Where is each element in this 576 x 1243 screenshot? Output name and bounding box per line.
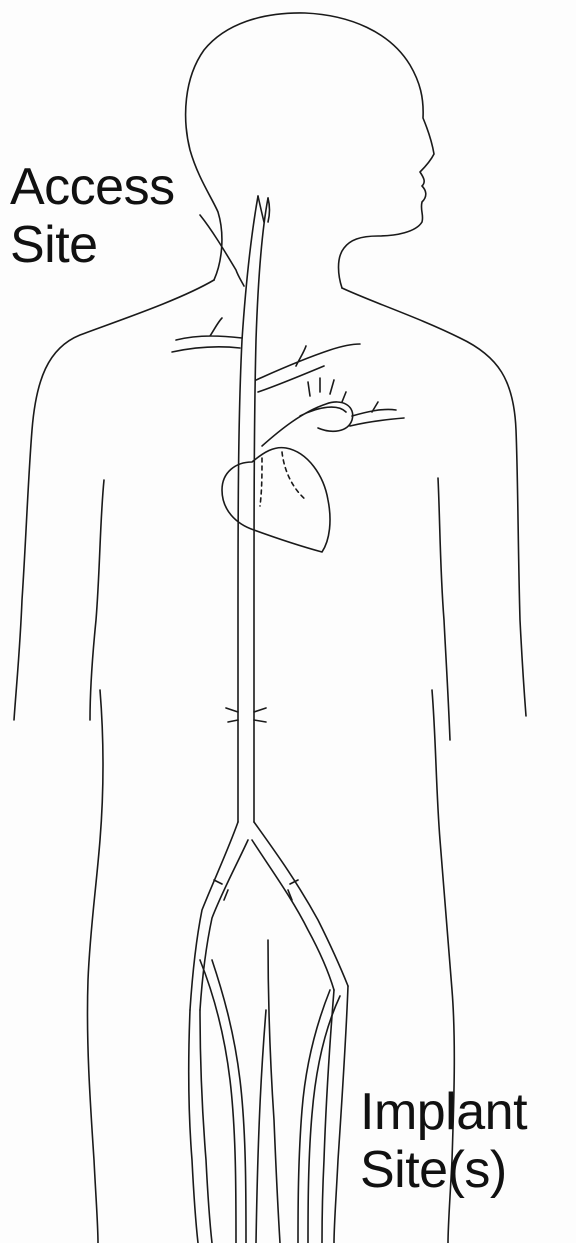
- right-inner-arm: [438, 478, 450, 740]
- left-iliac-outer: [190, 822, 238, 1010]
- leg-divide: [268, 940, 280, 1243]
- left-inner-arm: [90, 480, 104, 720]
- head-outline: [186, 13, 434, 288]
- right-iliac-inner: [252, 840, 334, 990]
- access-site-label-line1: Access: [10, 158, 175, 216]
- implant-site-label: Implant Site(s): [360, 1083, 527, 1199]
- aortic-arch: [262, 402, 353, 446]
- right-shoulder-arm: [342, 288, 526, 716]
- renal-branches: [226, 708, 266, 722]
- left-shoulder-arm: [14, 280, 214, 720]
- vena-cava-left-wall: [238, 196, 258, 822]
- leg-divide-right: [256, 1010, 266, 1243]
- left-femoral-outer: [189, 1010, 198, 1243]
- left-torso-side: [87, 690, 103, 1243]
- heart-inner: [260, 452, 306, 506]
- implant-site-label-line2: Site(s): [360, 1141, 527, 1199]
- arch-branches: [308, 378, 346, 402]
- access-site-label-line2: Site: [10, 216, 175, 274]
- left-deep-branch-a: [200, 960, 236, 1243]
- left-femoral-inner: [200, 1010, 212, 1243]
- jugular-branch: [258, 196, 270, 222]
- access-site-label: Access Site: [10, 158, 175, 274]
- right-femoral-outer: [334, 986, 348, 1243]
- left-iliac-inner: [200, 840, 248, 1010]
- implant-site-label-line1: Implant: [360, 1083, 527, 1141]
- pulmonary-branch: [350, 402, 404, 426]
- vena-cava-right-wall: [254, 198, 268, 822]
- left-subclavian: [172, 318, 242, 352]
- left-deep-branch-b: [212, 960, 246, 1243]
